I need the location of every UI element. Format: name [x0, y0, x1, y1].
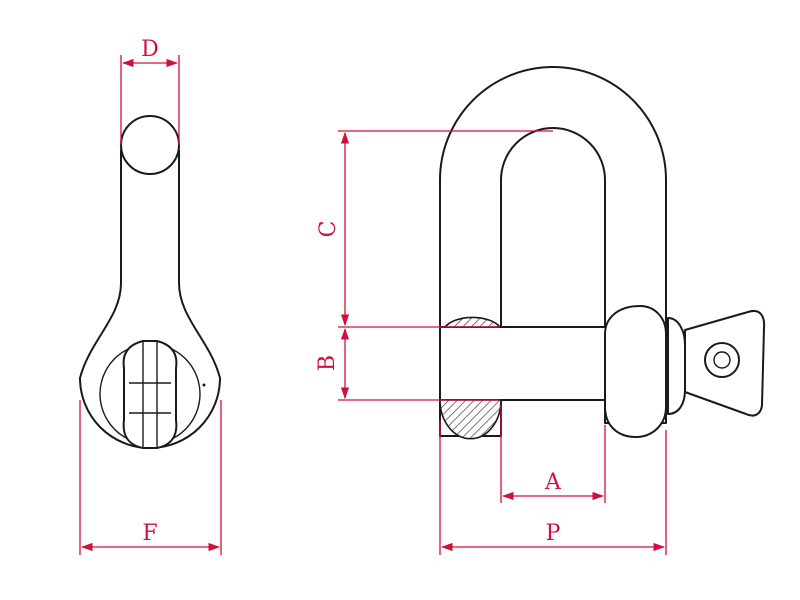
side-view-mark	[202, 383, 206, 387]
dimension-label-b: B	[315, 355, 340, 371]
front-view-section-top	[443, 316, 502, 328]
shackle-side-view	[79, 115, 221, 449]
dimension-f: F	[79, 400, 222, 555]
front-view-pin-shaft	[439, 326, 611, 401]
dimension-c: C	[316, 130, 553, 327]
dimension-label-d: D	[141, 37, 159, 62]
front-view-section-bottom	[439, 399, 502, 440]
dimension-p: P	[439, 420, 667, 555]
front-view-pin-collar	[667, 317, 686, 415]
dimension-d: D	[120, 37, 180, 145]
front-view-eye-right	[604, 305, 667, 438]
front-view-wing-nut-hole-inner	[713, 351, 731, 369]
dimension-label-c: C	[316, 221, 341, 238]
side-view-pin-head	[122, 340, 178, 449]
side-view-bow-end	[120, 115, 180, 175]
dimension-label-a: A	[544, 470, 562, 495]
shackle-front-view	[439, 66, 766, 440]
dimension-label-f: F	[142, 521, 157, 546]
dimension-label-p: P	[546, 521, 561, 546]
front-view-wing-nut-hole-outer	[704, 342, 740, 378]
dimension-a: A	[500, 405, 606, 503]
dimension-b: B	[315, 326, 500, 401]
